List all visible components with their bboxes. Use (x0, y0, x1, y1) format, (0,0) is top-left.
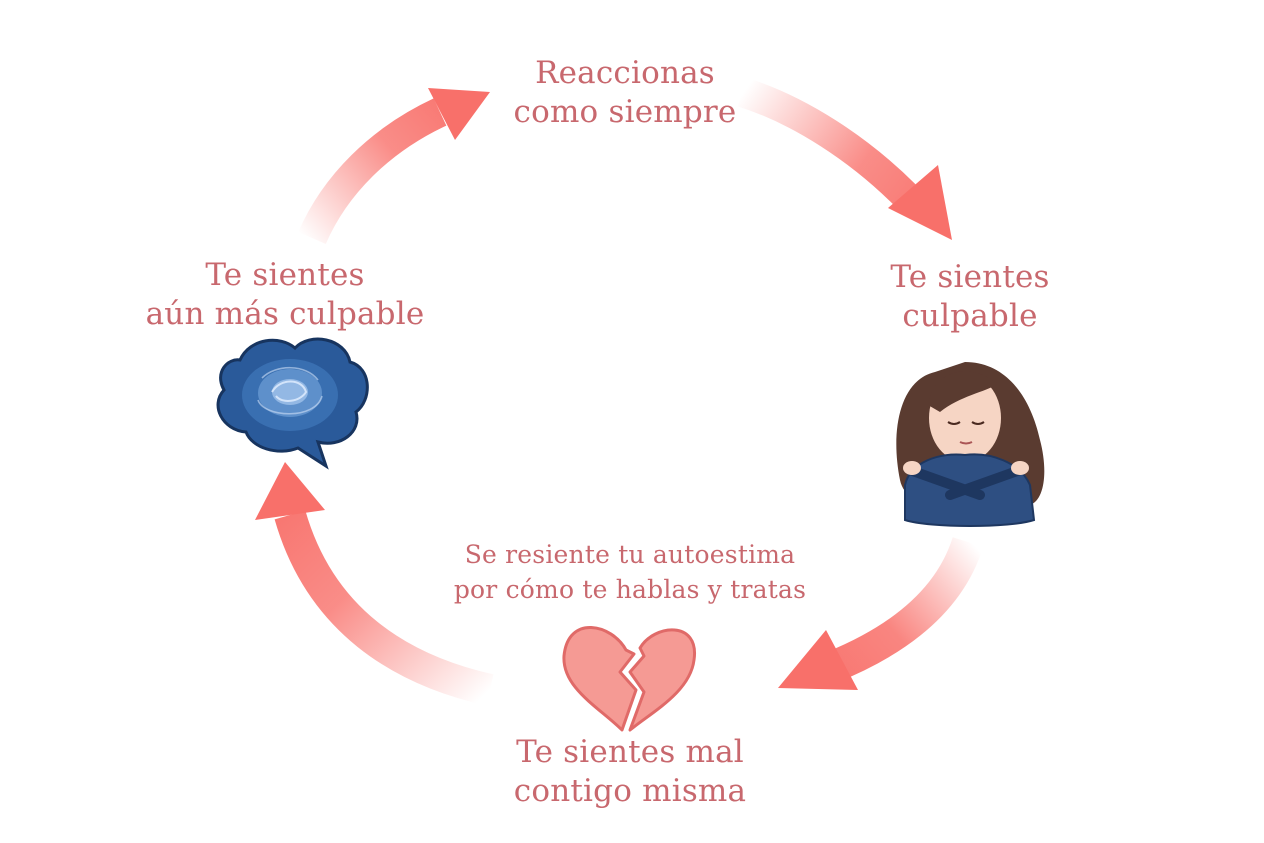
step-bottom-label: Te sientes mal contigo misma (460, 733, 800, 811)
arrow-right-to-bottom (778, 536, 984, 690)
broken-heart-icon (562, 626, 696, 732)
step-left-line-2: aún más culpable (145, 295, 425, 332)
note-line-2: por cómo te hablas y tratas (453, 575, 807, 604)
self-esteem-note: Se resiente tu autoestima por cómo te ha… (380, 537, 880, 607)
step-right-label: Te sientes culpable (830, 258, 1110, 336)
step-bottom-line-2: contigo misma (513, 772, 747, 809)
blue-rose-cloud-icon (216, 337, 369, 470)
step-top-label: Reaccionas como siempre (440, 54, 810, 132)
step-left-label: Te sientes aún más culpable (110, 256, 460, 334)
step-top-line-1: Reaccionas (535, 55, 715, 91)
arrow-top-to-right (737, 77, 952, 240)
step-top-line-2: como siempre (513, 93, 737, 130)
girl-hugging-self-icon (896, 362, 1045, 527)
step-right-line-1: Te sientes (890, 259, 1050, 295)
arrow-bottom-to-left (255, 462, 494, 706)
note-line-1: Se resiente tu autoestima (464, 540, 796, 569)
step-left-line-1: Te sientes (205, 257, 365, 293)
arrow-left-to-top (298, 88, 490, 245)
step-bottom-line-1: Te sientes mal (516, 734, 744, 770)
step-right-line-2: culpable (902, 297, 1038, 334)
